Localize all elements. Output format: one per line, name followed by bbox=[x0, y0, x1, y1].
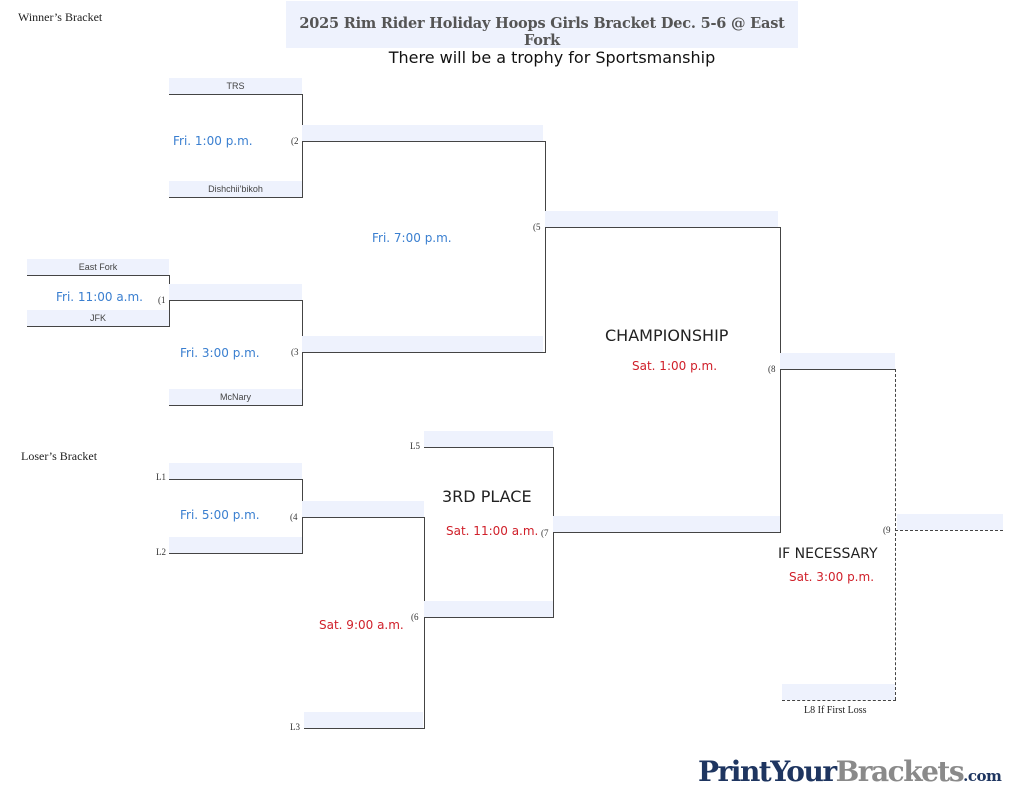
slot-champion[interactable] bbox=[897, 514, 1003, 530]
game-5-number: (5 bbox=[533, 222, 541, 232]
bracket-line bbox=[545, 141, 546, 353]
game-1-time: Fri. 11:00 a.m. bbox=[56, 290, 143, 304]
game-2-number: (2 bbox=[291, 136, 299, 146]
page-title: 2025 Rim Rider Holiday Hoops Girls Brack… bbox=[299, 15, 785, 49]
bracket-line bbox=[553, 532, 781, 533]
bracket-line bbox=[302, 300, 303, 406]
team-dishchiibikoh: Dishchii'bikoh bbox=[208, 184, 263, 194]
slot-jfk[interactable] bbox=[27, 310, 169, 326]
printyourbrackets-logo: PrintYourBrackets.com bbox=[698, 755, 1002, 788]
game-9-time: Sat. 3:00 p.m. bbox=[789, 570, 875, 584]
slot-east-fork[interactable] bbox=[27, 259, 169, 275]
slot-l8[interactable] bbox=[782, 684, 895, 700]
bracket-line bbox=[169, 479, 303, 480]
bracket-line bbox=[302, 141, 546, 142]
l3-label: L3 bbox=[290, 722, 300, 732]
bracket-line bbox=[780, 227, 781, 533]
slot-game-2-winner[interactable] bbox=[302, 125, 543, 141]
bracket-line bbox=[424, 517, 425, 729]
third-place-label: 3RD PLACE bbox=[442, 487, 532, 506]
logo-part-3: .com bbox=[963, 767, 1002, 785]
slot-l1[interactable] bbox=[169, 463, 302, 479]
bracket-line-dashed bbox=[895, 530, 1003, 531]
slot-game-7-winner[interactable] bbox=[553, 516, 780, 532]
winners-bracket-label: Winner’s Bracket bbox=[18, 10, 103, 24]
slot-l2[interactable] bbox=[169, 537, 302, 553]
bracket-line bbox=[302, 94, 303, 198]
game-6-number: (6 bbox=[411, 612, 419, 622]
game-2-time: Fri. 1:00 p.m. bbox=[173, 134, 253, 148]
bracket-line bbox=[302, 517, 425, 518]
slot-dishchiibikoh[interactable] bbox=[169, 181, 302, 197]
bracket-line bbox=[780, 369, 896, 370]
team-trs: TRS bbox=[226, 81, 245, 91]
slot-game-8-winner[interactable] bbox=[780, 353, 895, 369]
game-4-number: (4 bbox=[290, 512, 298, 522]
team-east-fork: East Fork bbox=[78, 262, 118, 272]
bracket-line bbox=[169, 197, 303, 198]
bracket-line bbox=[27, 275, 170, 276]
team-jfk: JFK bbox=[89, 313, 106, 323]
game-3-number: (3 bbox=[291, 347, 299, 357]
title-banner bbox=[286, 1, 798, 48]
slot-l3[interactable] bbox=[304, 712, 423, 728]
bracket-line bbox=[27, 326, 170, 327]
bracket-line bbox=[304, 728, 425, 729]
championship-label: CHAMPIONSHIP bbox=[605, 326, 729, 345]
l2-label: L2 bbox=[156, 547, 166, 557]
slot-game-3-winner[interactable] bbox=[302, 336, 543, 352]
team-mcnary: McNary bbox=[220, 392, 251, 402]
slot-trs[interactable] bbox=[169, 78, 302, 94]
slot-game-6-winner[interactable] bbox=[424, 601, 553, 617]
bracket-line bbox=[545, 227, 781, 228]
game-4-time: Fri. 5:00 p.m. bbox=[180, 508, 260, 522]
l8-label: L8 If First Loss bbox=[804, 705, 867, 716]
game-8-number: (8 bbox=[768, 364, 776, 374]
losers-bracket-label: Loser’s Bracket bbox=[21, 449, 98, 463]
game-7-number: (7 bbox=[541, 528, 549, 538]
slot-mcnary[interactable] bbox=[169, 389, 302, 405]
bracket-line bbox=[169, 405, 303, 406]
bracket-line bbox=[169, 94, 303, 95]
game-9-number: (9 bbox=[883, 525, 891, 535]
game-3-time: Fri. 3:00 p.m. bbox=[180, 346, 260, 360]
bracket-line bbox=[169, 553, 303, 554]
logo-part-1: PrintYour bbox=[698, 755, 837, 788]
slot-game-1-winner[interactable] bbox=[169, 284, 302, 300]
bracket-line-dashed bbox=[895, 369, 896, 700]
logo-part-2: Brackets bbox=[835, 755, 965, 788]
game-1-number: (1 bbox=[158, 295, 166, 305]
page-subtitle: There will be a trophy for Sportsmanship bbox=[388, 48, 716, 67]
if-necessary-label: IF NECESSARY bbox=[778, 546, 878, 562]
game-6-time: Sat. 9:00 a.m. bbox=[319, 618, 404, 632]
game-8-time: Sat. 1:00 p.m. bbox=[632, 359, 718, 373]
bracket-line bbox=[424, 617, 554, 618]
game-5-time: Fri. 7:00 p.m. bbox=[372, 231, 452, 245]
l5-label: L5 bbox=[410, 441, 420, 451]
bracket-line bbox=[302, 352, 546, 353]
game-7-time: Sat. 11:00 a.m. bbox=[446, 524, 539, 538]
slot-game-5-winner[interactable] bbox=[545, 211, 778, 227]
bracket-line bbox=[424, 447, 554, 448]
bracket-line-dashed bbox=[782, 700, 896, 701]
slot-game-4-winner[interactable] bbox=[302, 501, 424, 517]
bracket-line bbox=[169, 300, 303, 301]
slot-l5[interactable] bbox=[424, 431, 553, 447]
bracket-line bbox=[169, 275, 170, 327]
l1-label: L1 bbox=[156, 472, 166, 482]
